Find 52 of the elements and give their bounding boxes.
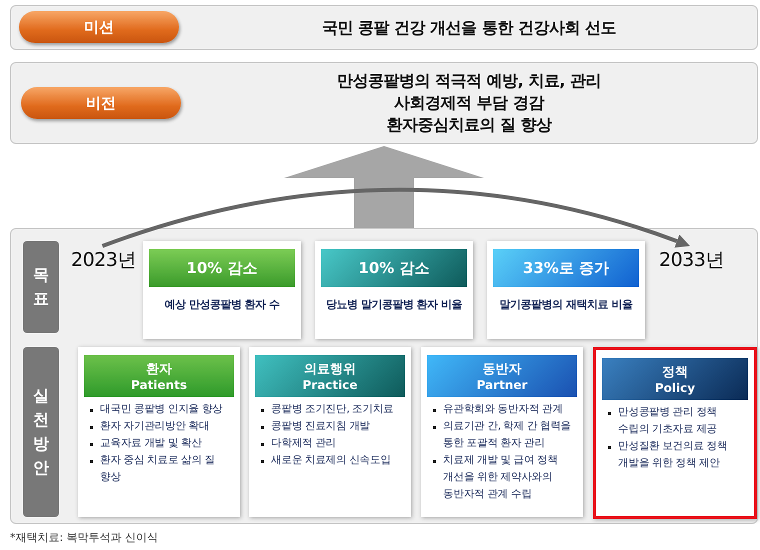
goal-card [487, 241, 645, 339]
bullet-item: 대국민 콩팥병 인지율 향상 [100, 403, 223, 415]
goal-header: 10% 감소 [149, 249, 295, 287]
bullet-item: 유관학회와 동반자적 관계 [443, 403, 563, 415]
goal-description: 말기콩팥병의 재택치료 비율 [498, 297, 634, 312]
card-title: 정책 [661, 364, 689, 381]
banner-panel [10, 62, 758, 144]
card-title: 환자 [145, 361, 173, 378]
statement-text: 만성콩팥병의 적극적 예방, 치료, 관리 [336, 70, 602, 92]
card-subtitle: Practice [301, 378, 359, 392]
bullet-item: 환자 중심 치료로 삶의 질 향상 [100, 454, 215, 483]
strategy-card [249, 347, 411, 517]
goal-header: 33%로 증가 [493, 249, 639, 287]
goal-header: 10% 감소 [321, 249, 467, 287]
goal-description: 예상 만성콩팥병 환자 수 [164, 297, 280, 312]
strategy-card [78, 347, 240, 517]
panel-background [10, 228, 758, 524]
row-label-tab [23, 241, 59, 333]
strategy-card [421, 347, 583, 517]
card-title: 동반자 [482, 361, 522, 378]
year-label: 2023년 [71, 247, 143, 273]
card-subtitle: Policy [654, 381, 696, 395]
goal-description: 당뇨병 말기콩팥병 환자 비율 [325, 297, 463, 312]
card-title: 의료행위 [303, 361, 357, 378]
bullet-item: 만성질환 보건의료 정책 개발을 위한 정책 제안 [618, 440, 728, 469]
curved-arrow [102, 188, 690, 248]
bullet-item: 환자 자기관리방안 확대 [100, 420, 210, 432]
bullet-item: 다학제적 관리 [271, 437, 336, 449]
footnote: *재택치료: 복막투석과 신이식 [10, 530, 158, 545]
row-label: 목표 [32, 264, 50, 310]
year-label: 2033년 [659, 247, 739, 273]
row-label-tab [23, 347, 59, 517]
goal-card [315, 241, 473, 339]
banner-panel [10, 5, 758, 50]
section-label: 비전 [21, 87, 181, 119]
block-arrow [284, 146, 484, 228]
bullet-item: 콩팥병 진료지침 개발 [271, 420, 370, 432]
bullet-item: 만성콩팥병 관리 정책 수립의 기초자료 제공 [618, 406, 718, 435]
statement-text: 환자중심치료의 질 향상 [385, 114, 553, 136]
goal-card [143, 241, 301, 339]
bullet-item: 새로운 치료제의 신속도입 [271, 454, 391, 466]
bullet-item: 치료제 개발 및 급여 정책 개선을 위한 제약사와의 동반자적 관계 수립 [443, 454, 558, 500]
bullet-item: 콩팥병 조기진단, 조기치료 [271, 403, 394, 415]
card-subtitle: Partner [476, 378, 528, 392]
strategy-card [593, 347, 757, 519]
bullet-item: 의료기관 간, 학제 간 협력을 통한 포괄적 환자 관리 [443, 420, 572, 449]
statement-text: 사회경제적 부담 경감 [393, 92, 546, 114]
row-label: 실천방안 [32, 385, 50, 479]
section-label: 미션 [19, 11, 179, 43]
card-subtitle: Patients [130, 378, 188, 392]
statement-text: 국민 콩팥 건강 개선을 통한 건강사회 선도 [321, 16, 617, 38]
bullet-item: 교육자료 개발 및 확산 [100, 437, 202, 449]
